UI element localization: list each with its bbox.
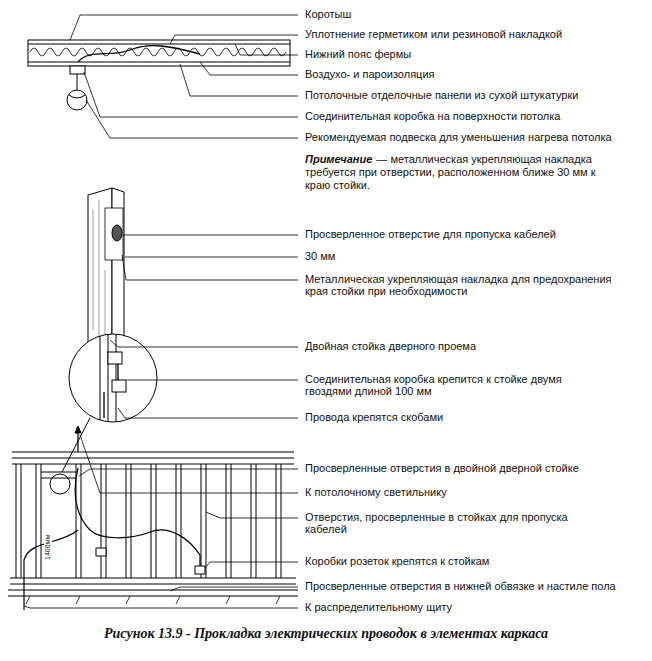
leader-line <box>79 469 298 476</box>
leader-line <box>123 235 298 236</box>
callout-label: Металлическая укрепляющая накладка для п… <box>305 273 625 297</box>
callout-label: Провода крепятся скобами <box>305 411 645 423</box>
joists <box>26 596 280 604</box>
socket-box <box>195 566 205 574</box>
metal-plate <box>105 208 123 260</box>
bottom-plates <box>8 578 298 596</box>
leader-line <box>86 100 298 138</box>
lamp <box>67 90 87 110</box>
truss-chord <box>28 44 290 45</box>
callout-label: Просверленные отверстия в двойной дверно… <box>305 462 645 474</box>
callout-label: Просверленные отверстия в нижней обвязке… <box>305 580 645 592</box>
leader-line <box>235 44 298 55</box>
wood-grain <box>93 200 105 340</box>
leader-line <box>122 255 298 280</box>
leader-line <box>170 587 298 591</box>
callout-label: Потолочные отделочные панели из сухой шт… <box>305 89 645 101</box>
ceiling-wire <box>78 46 200 62</box>
leader-line <box>118 408 298 418</box>
arrow-up <box>75 426 81 433</box>
leader-line <box>80 435 298 493</box>
lamp-stem <box>77 74 78 90</box>
drilled-hole <box>112 225 122 241</box>
callout-label: Просверленное отверстие для пропуска каб… <box>305 228 645 240</box>
leader-line <box>200 62 298 75</box>
double-stud <box>100 335 116 421</box>
callout-label: Воздухо- и пароизоляция <box>305 68 645 80</box>
studs <box>16 464 281 578</box>
callout-label: 30 мм <box>305 250 645 262</box>
caption: Рисунок 13.9 - Прокладка электрических п… <box>0 626 652 642</box>
leader-line <box>70 15 298 40</box>
callout-label: Двойная стойка дверного проема <box>305 340 645 352</box>
junction-box <box>70 66 85 74</box>
leader-line <box>180 64 298 96</box>
lamp-shade <box>69 95 85 98</box>
leader-line <box>206 512 298 518</box>
top-plates <box>12 452 294 464</box>
detail-marker <box>50 474 70 494</box>
callout-label: Уплотнение герметиком или резиновой накл… <box>305 28 645 40</box>
callout-label: К потолочному светильнику <box>305 486 645 498</box>
callout-label: Коробки розеток крепятся к стойкам <box>305 555 645 567</box>
leader-line <box>110 340 298 347</box>
callout-label: Соединительная коробка на поверхности по… <box>305 110 645 122</box>
callout-label: К распределительному щиту <box>305 601 645 613</box>
dimension: 1400мм <box>44 535 52 560</box>
ceiling-section <box>28 40 290 66</box>
ceiling-panel <box>28 62 290 63</box>
note-heading: Примечание <box>305 153 372 165</box>
callout-label: Соединительная коробка крепится к стойке… <box>305 373 605 397</box>
wall-wire <box>24 430 200 610</box>
callout-label: Рекомендуемая подвеска для уменьшения на… <box>305 131 645 143</box>
leader-line <box>24 606 298 608</box>
leader-line <box>84 72 298 117</box>
detail-box <box>112 380 126 392</box>
callout-label: Отверстия, просверленные в стойках для п… <box>305 511 605 535</box>
door-header <box>41 472 76 478</box>
callout-label: Нижний пояс фермы <box>305 48 645 60</box>
leader-line <box>125 257 298 258</box>
detail-wire <box>104 364 118 418</box>
socket-box <box>96 548 106 556</box>
leader-line <box>127 380 298 381</box>
callout-label: Коротыш <box>305 8 645 20</box>
detail-box <box>108 352 122 364</box>
leader-line <box>170 35 298 44</box>
note: Примечание— металлическая укрепляющая на… <box>305 153 600 192</box>
leader-line <box>205 562 298 568</box>
